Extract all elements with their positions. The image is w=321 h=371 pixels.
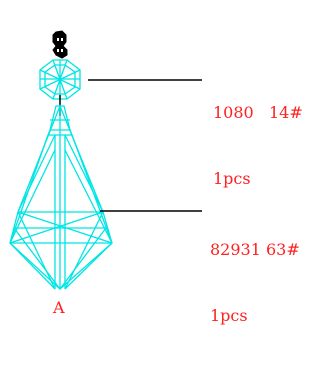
callout-pendant-code: 82931 63# [210, 240, 300, 259]
pendant-drop [9, 104, 113, 290]
callout-bead: 1080 14# 1pcs [213, 58, 303, 234]
octagon-bead [39, 59, 81, 100]
callout-pendant: 82931 63# 1pcs [210, 195, 300, 371]
part-diagram: 1080 14# 1pcs 82931 63# 1pcs A [9, 30, 303, 325]
callout-bead-code: 1080 14# [213, 103, 303, 122]
callout-pendant-qty: 1pcs [210, 306, 248, 325]
callout-bead-qty: 1pcs [213, 169, 251, 188]
diagram-canvas [9, 30, 202, 290]
view-label: A [53, 298, 65, 317]
hook-connector [52, 30, 68, 59]
